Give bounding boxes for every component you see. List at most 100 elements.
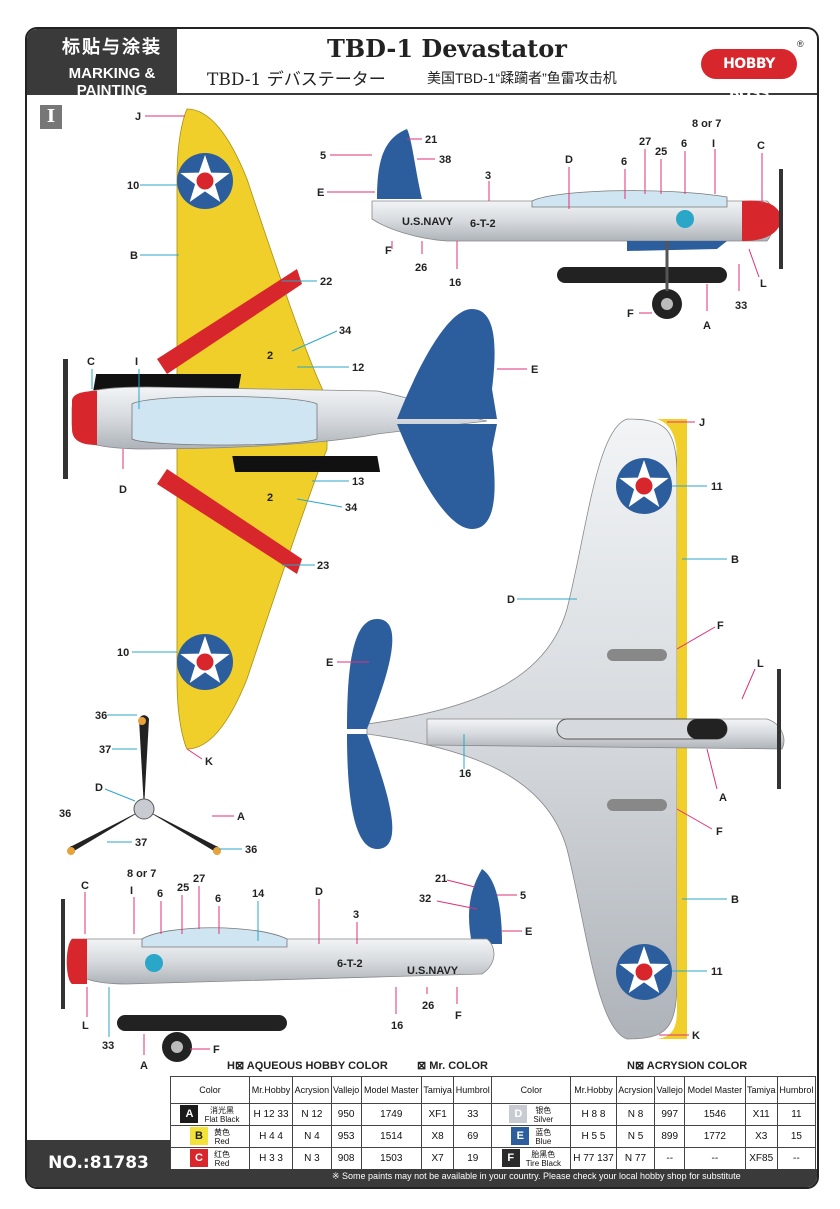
th-humbrol-2: Humbrol [776, 1076, 817, 1104]
callouts-top-side: 21 5 38 E 3 D 6 27 25 6 8 or 7 I C F 26 … [317, 118, 767, 332]
paint-humbrol: 69 [453, 1125, 493, 1148]
paint-vallejo: 950 [330, 1103, 362, 1126]
callout: 6 [681, 138, 687, 150]
th-vallejo: Vallejo [330, 1076, 362, 1104]
th-model-master-2: Model Master [684, 1076, 746, 1104]
paint-model-master: 1749 [360, 1103, 423, 1126]
availability-note: ※ Some paints may not be available in yo… [332, 1171, 741, 1181]
callout: A [703, 320, 711, 332]
color-name-cn: 银色 [535, 1105, 552, 1115]
paint-acrysion: N 5 [615, 1125, 656, 1148]
callouts-prop: 36 37 D A 36 37 36 [59, 710, 257, 856]
color-name-en: Flat Black [204, 1114, 240, 1124]
callout: 26 [415, 262, 427, 274]
color-name-en: Silver [533, 1114, 554, 1124]
callout: D [507, 594, 515, 606]
callout: 16 [391, 1020, 403, 1032]
callout: 3 [485, 170, 491, 182]
callout: D [95, 782, 103, 794]
th-tamiya-2: Tamiya [744, 1076, 778, 1104]
callout: 33 [735, 300, 747, 312]
callout: K [692, 1030, 700, 1042]
paint-humbrol: 33 [453, 1103, 493, 1126]
paint-tamiya: XF85 [744, 1147, 778, 1170]
paint-vallejo: 899 [654, 1125, 686, 1148]
callouts-top-view: J 10 B 22 34 12 C I E D 13 34 23 10 K [87, 111, 538, 768]
legend-mr-color: ⊠ Mr. COLOR [417, 1060, 488, 1072]
paint-mr-hobby: H 12 33 [248, 1103, 294, 1126]
callout: 11 [711, 966, 723, 978]
callout: D [565, 154, 573, 166]
header-bar: 标贴与涂装 MARKING & PAINTING TBD-1 Devastato… [27, 29, 817, 102]
color-swatch: F [501, 1149, 520, 1168]
paint-tamiya: X8 [421, 1125, 455, 1148]
th-acrysion-2: Acrysion [615, 1076, 656, 1104]
callout: 38 [439, 154, 451, 166]
callout: F [385, 245, 392, 257]
paint-tamiya: X11 [744, 1103, 778, 1126]
callout: A [237, 811, 245, 823]
callout: E [326, 657, 333, 669]
paint-acrysion: N 8 [615, 1103, 656, 1126]
side-bottom-code: 6-T-2 [337, 958, 363, 970]
color-name-cn: 黄色 [214, 1127, 230, 1137]
header-section-title: 标贴与涂装 MARKING & PAINTING [37, 33, 187, 99]
th-humbrol: Humbrol [453, 1076, 493, 1104]
paint-humbrol: 11 [776, 1103, 817, 1126]
side-view-top: U.S.NAVY 6-T-2 [371, 129, 783, 319]
paint-vallejo: 997 [654, 1103, 686, 1126]
callout: B [130, 250, 138, 262]
callout: 10 [127, 180, 139, 192]
model-name-cn: 美国TBD-1“蹂躏者”鱼雷攻击机 [427, 70, 617, 86]
callout: 32 [419, 893, 431, 905]
callout: K [205, 756, 213, 768]
callout: 37 [99, 744, 111, 756]
top-view: 2 2 [63, 108, 497, 750]
callout: 6 [157, 888, 163, 900]
paint-model-master: -- [684, 1147, 746, 1170]
paint-humbrol: 15 [776, 1125, 817, 1148]
callout: L [757, 658, 764, 670]
callout: 3 [353, 909, 359, 921]
registered-mark: ® [797, 39, 804, 49]
paint-acrysion: N 77 [615, 1147, 656, 1170]
callout: 27 [193, 873, 205, 885]
color-name-cn: 消光黑 [210, 1105, 234, 1115]
side-top-navy: U.S.NAVY [402, 216, 454, 228]
title-en: MARKING & PAINTING [68, 65, 156, 99]
legend-acrysion: N⊠ ACRYSION COLOR [627, 1060, 748, 1072]
callout: 13 [352, 476, 364, 488]
color-name-cn: 胎黑色 [531, 1149, 556, 1159]
callout: 22 [320, 276, 332, 288]
callout: 5 [520, 890, 526, 902]
paint-vallejo: 908 [330, 1147, 362, 1170]
callout: F [716, 826, 723, 838]
callout: 21 [425, 134, 437, 146]
color-name-cn: 蓝色 [535, 1127, 552, 1137]
callout: E [525, 926, 532, 938]
callout: 14 [252, 888, 265, 900]
callout: 11 [711, 481, 723, 493]
callout: 26 [422, 1000, 434, 1012]
callout: C [757, 140, 765, 152]
callout: J [699, 417, 705, 429]
side-top-code: 6-T-2 [470, 218, 496, 230]
title-cn: 标贴与涂装 [62, 37, 162, 57]
callout: I [712, 138, 715, 150]
paint-tamiya: XF1 [421, 1103, 455, 1126]
color-swatch: B [190, 1127, 208, 1146]
th-acrysion: Acrysion [292, 1076, 332, 1104]
callout: 16 [459, 768, 471, 780]
paint-mr-hobby: H 8 8 [570, 1103, 617, 1126]
callout: L [760, 278, 767, 290]
callout: 10 [117, 647, 129, 659]
paint-model-master: 1772 [684, 1125, 746, 1148]
instruction-sheet: 标贴与涂装 MARKING & PAINTING TBD-1 Devastato… [25, 27, 819, 1189]
callout: L [82, 1020, 89, 1032]
callout: J [135, 111, 141, 123]
